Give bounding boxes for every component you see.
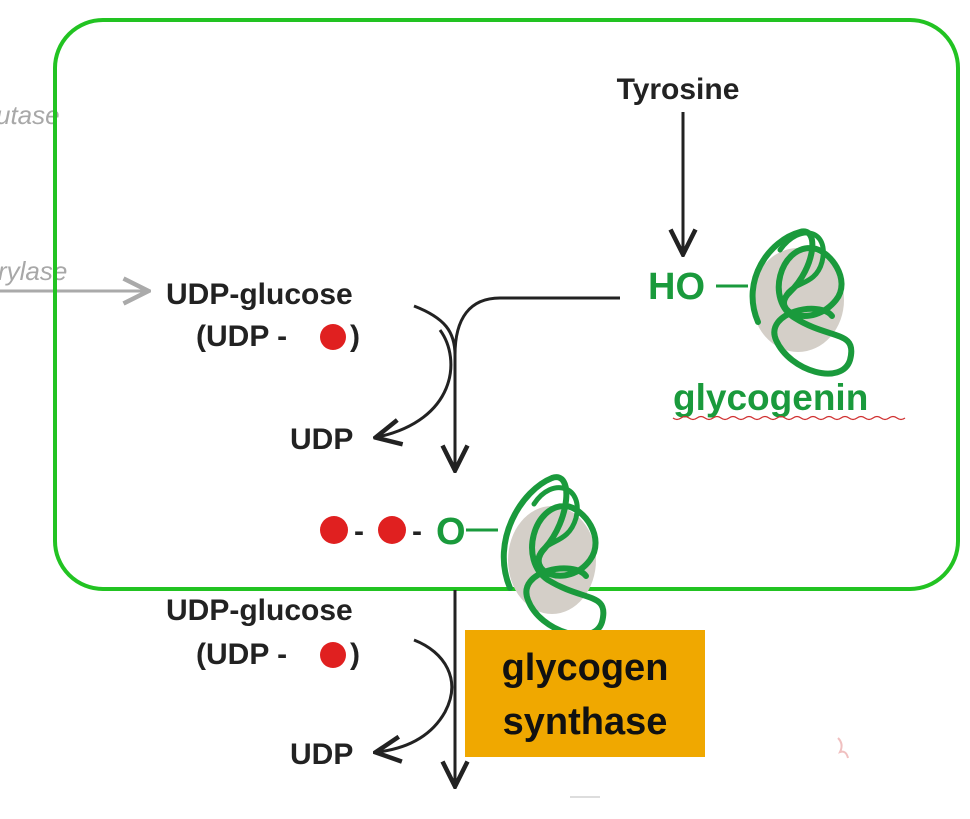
glycogen-synthase-line2: synthase xyxy=(503,701,668,743)
glycogenin-protein-icon xyxy=(749,228,855,377)
udp-glucose-paren-2: (UDP - xyxy=(196,638,287,671)
mutase-fragment-label: utase xyxy=(0,100,60,130)
udp-glucose-close-1: ) xyxy=(350,320,360,353)
glycogen-synthase-box xyxy=(465,630,705,757)
phosphorylase-fragment-label: rylase xyxy=(0,256,67,286)
glycogenin-protein-icon-2 xyxy=(500,474,607,638)
o-label: O xyxy=(436,511,466,553)
highlight-box xyxy=(53,18,960,591)
udp-glucose-close-2: ) xyxy=(350,638,360,671)
glycogen-synthase-line1: glycogen xyxy=(502,647,669,689)
glucose-dot-chain-2 xyxy=(378,516,406,544)
tyrosine-label: Tyrosine xyxy=(617,73,740,106)
faint-artifact-mark xyxy=(837,737,849,759)
udp-label-2: UDP xyxy=(290,738,353,771)
spellcheck-underline xyxy=(672,415,906,421)
glycogenin-label: glycogenin xyxy=(673,377,868,418)
glucose-dot-2 xyxy=(320,642,346,668)
udp-glucose-label-2: UDP-glucose xyxy=(166,594,353,627)
udp-glucose-label-1: UDP-glucose xyxy=(166,278,353,311)
glucose-dot-1 xyxy=(320,324,346,350)
chain-dash-2: - xyxy=(412,515,422,548)
udp-glucose-paren-1: (UDP - xyxy=(196,320,287,353)
glycogenin-curve xyxy=(453,296,620,356)
udp-release-arrow-1 xyxy=(378,329,453,437)
chain-dash-1: - xyxy=(354,515,364,548)
ho-label: HO xyxy=(648,266,705,308)
udp-release-arrow-2 xyxy=(378,638,454,752)
udp-label-1: UDP xyxy=(290,423,353,456)
glucose-dot-chain-1 xyxy=(320,516,348,544)
